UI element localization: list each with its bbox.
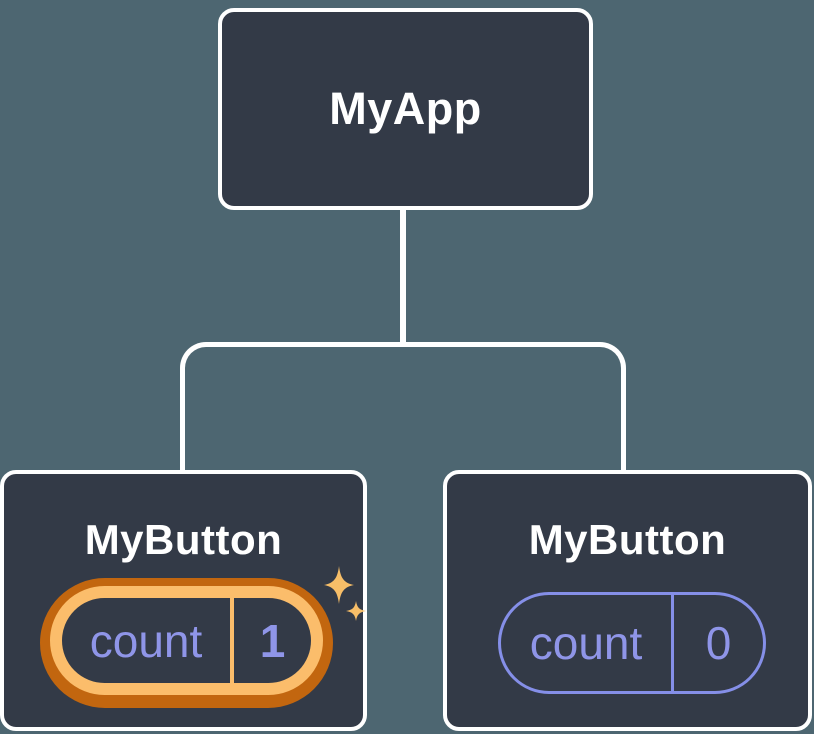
connector-bracket: [180, 342, 626, 472]
state-value: 0: [705, 617, 732, 669]
state-pill: count 1: [50, 586, 323, 695]
state-value: 1: [259, 614, 286, 667]
pill-divider: [671, 595, 674, 691]
pill-divider: [230, 598, 234, 683]
tree-node-mybutton-2: MyButton count 0: [443, 470, 812, 731]
state-pill: count 0: [498, 592, 766, 694]
node-label: MyButton: [84, 516, 283, 563]
tree-node-mybutton-1: MyButton count 1: [0, 470, 367, 731]
state-key: count: [529, 617, 643, 669]
node-label: MyButton: [528, 516, 727, 563]
state-pill-highlight-ring: count 1: [40, 578, 333, 708]
state-key: count: [89, 614, 203, 667]
root-node: MyApp: [218, 8, 593, 210]
connector-stem: [400, 208, 406, 345]
root-node-label: MyApp: [329, 83, 482, 134]
sparkle-icon: [324, 566, 366, 621]
